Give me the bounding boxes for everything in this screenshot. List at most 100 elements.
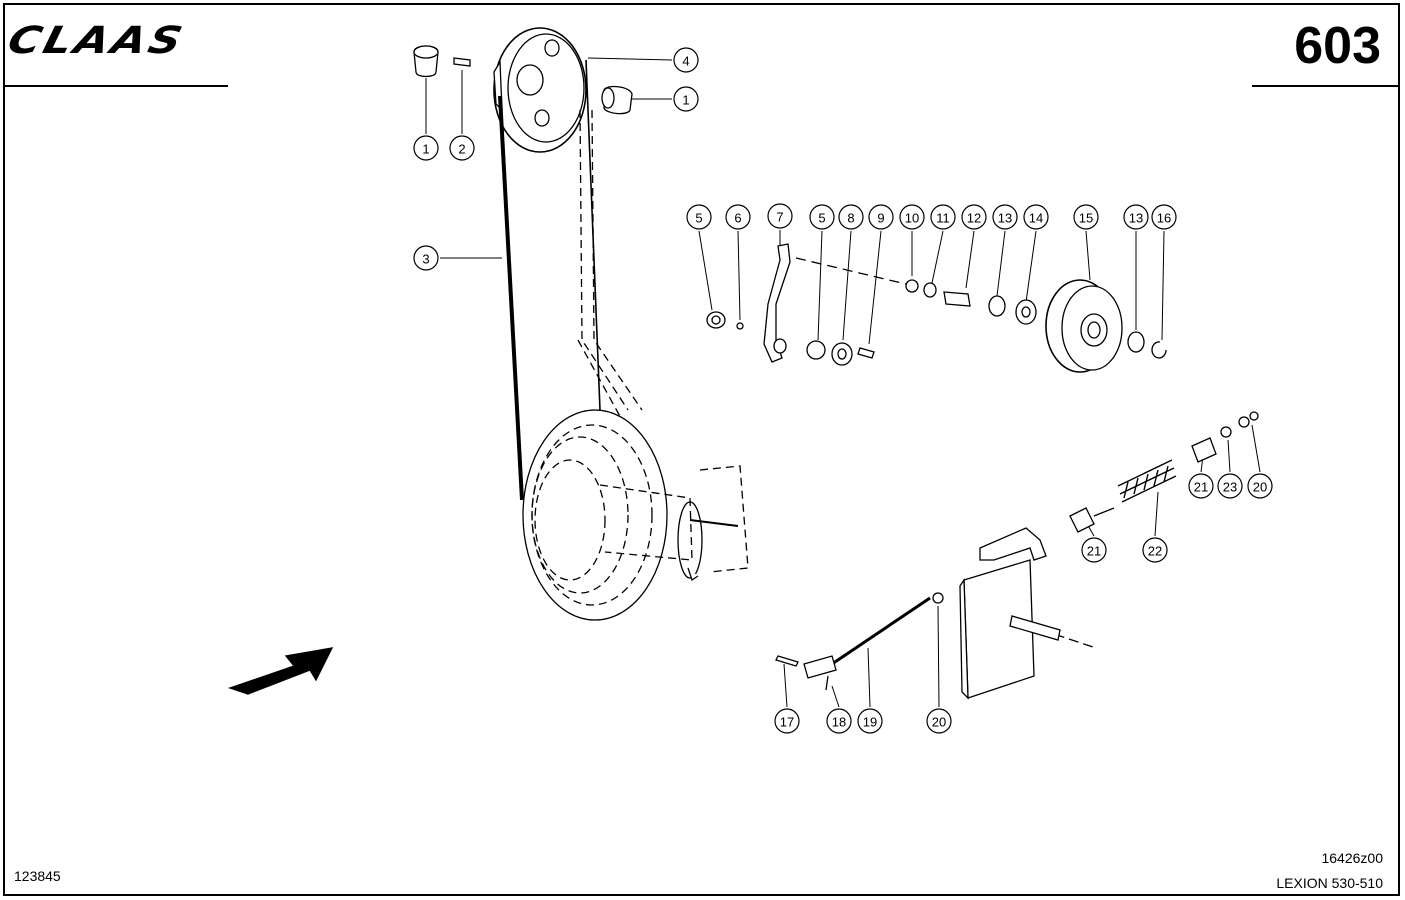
belt-alternate-path [577,109,643,421]
header-rule-right [1252,85,1400,87]
callout-circle [673,47,699,73]
callout-label: 20 [932,715,946,730]
page-number: 603 [1294,17,1381,75]
nut-part-10 [905,279,919,293]
callout-label: 23 [1223,480,1237,495]
callout-label: 6 [734,211,741,226]
callout-label: 21 [1087,544,1101,559]
drawing-number: 123845 [14,868,61,884]
callout-part-19: 19 [857,708,883,734]
lever-part-7 [763,243,791,363]
bushing-part-21-lower [1069,507,1115,533]
callout-label: 2 [458,142,465,157]
header-rule-left [5,85,228,87]
washer-part-11 [923,282,937,298]
callout-part-5: 5 [686,204,712,230]
callout-label: 22 [1148,544,1162,559]
callout-part-22: 22 [1142,537,1168,563]
callout-label: 17 [780,715,794,730]
callout-label: 19 [863,715,877,730]
callout-part-1: 1 [413,135,439,161]
callout-part-5: 5 [809,204,835,230]
drawing-code: 16426z00 [1321,850,1383,866]
bushing-part-5-right [806,340,826,360]
spring-part-22 [1117,459,1177,503]
bushing-part-5-left [706,311,726,329]
bushing-part-8 [831,342,853,366]
callout-circle [857,708,883,734]
callout-circle [838,204,864,230]
direction-arrow [227,647,334,695]
threaded-rod-part-19 [803,592,944,679]
callout-part-16: 16 [1151,204,1177,230]
callout-circle [1123,204,1149,230]
tension-pulley-part-15 [1045,279,1123,373]
callout-label: 8 [847,211,854,226]
callout-part-11: 11 [930,204,956,230]
nut-part-20-lower [932,592,944,604]
callout-circle [930,204,956,230]
callout-label: 5 [695,211,702,226]
machine-model: LEXION 530-510 [1276,875,1383,891]
callout-label: 1 [682,93,689,108]
callout-circle [1073,204,1099,230]
callout-label: 10 [905,211,919,226]
bushing-part-21-upper [1191,437,1217,463]
snap-ring-part-16 [1151,341,1167,359]
callout-part-21: 21 [1188,473,1214,499]
callout-label: 21 [1194,480,1208,495]
bushing-part-1-left [413,45,439,78]
callout-part-18: 18 [826,708,852,734]
callout-circle [686,204,712,230]
mounting-bracket [959,527,1097,700]
nut-part-6 [736,322,744,330]
circlip-part-13-right [1127,331,1145,353]
callout-part-2: 2 [449,135,475,161]
callout-circle [899,204,925,230]
callout-circle [1217,473,1243,499]
pin-part-17 [775,655,799,667]
callout-circle [868,204,894,230]
callout-part-15: 15 [1073,204,1099,230]
callout-label: 13 [1129,211,1143,226]
bearing-part-14 [1015,299,1037,325]
callout-part-23: 23 [1217,473,1243,499]
callout-part-4: 4 [673,47,699,73]
callout-label: 13 [998,211,1012,226]
callout-circle [992,204,1018,230]
callout-part-8: 8 [838,204,864,230]
tensioner-parts-row [706,243,1037,366]
callout-label: 14 [1029,211,1043,226]
callout-part-13: 13 [992,204,1018,230]
bushing-part-1-right [601,85,633,115]
upper-pulley-part-4 [493,27,587,153]
circlip-part-13-left [988,295,1006,317]
v-belt-part-3 [498,59,601,501]
callout-circle [1023,204,1049,230]
callout-circle [413,135,439,161]
callout-label: 11 [936,211,950,226]
callout-part-20: 20 [926,708,952,734]
callout-circle [449,135,475,161]
callout-label: 15 [1079,211,1093,226]
leader-lines [425,57,1261,708]
nut-part-20-upper [1238,416,1250,428]
callout-part-10: 10 [899,204,925,230]
callout-circle [961,204,987,230]
set-screw-part-9 [857,347,875,359]
callout-part-7: 7 [767,203,793,229]
callout-circle [1247,473,1273,499]
callout-part-20: 20 [1247,473,1273,499]
callout-part-1: 1 [673,86,699,112]
bolt-part-12 [943,291,971,307]
callout-circle [1151,204,1177,230]
washer-part-23 [1220,426,1232,438]
callout-label: 5 [818,211,825,226]
callout-part-6: 6 [725,204,751,230]
callout-part-14: 14 [1023,204,1049,230]
callout-circle [725,204,751,230]
callout-circle [1081,537,1107,563]
callout-circle [926,708,952,734]
